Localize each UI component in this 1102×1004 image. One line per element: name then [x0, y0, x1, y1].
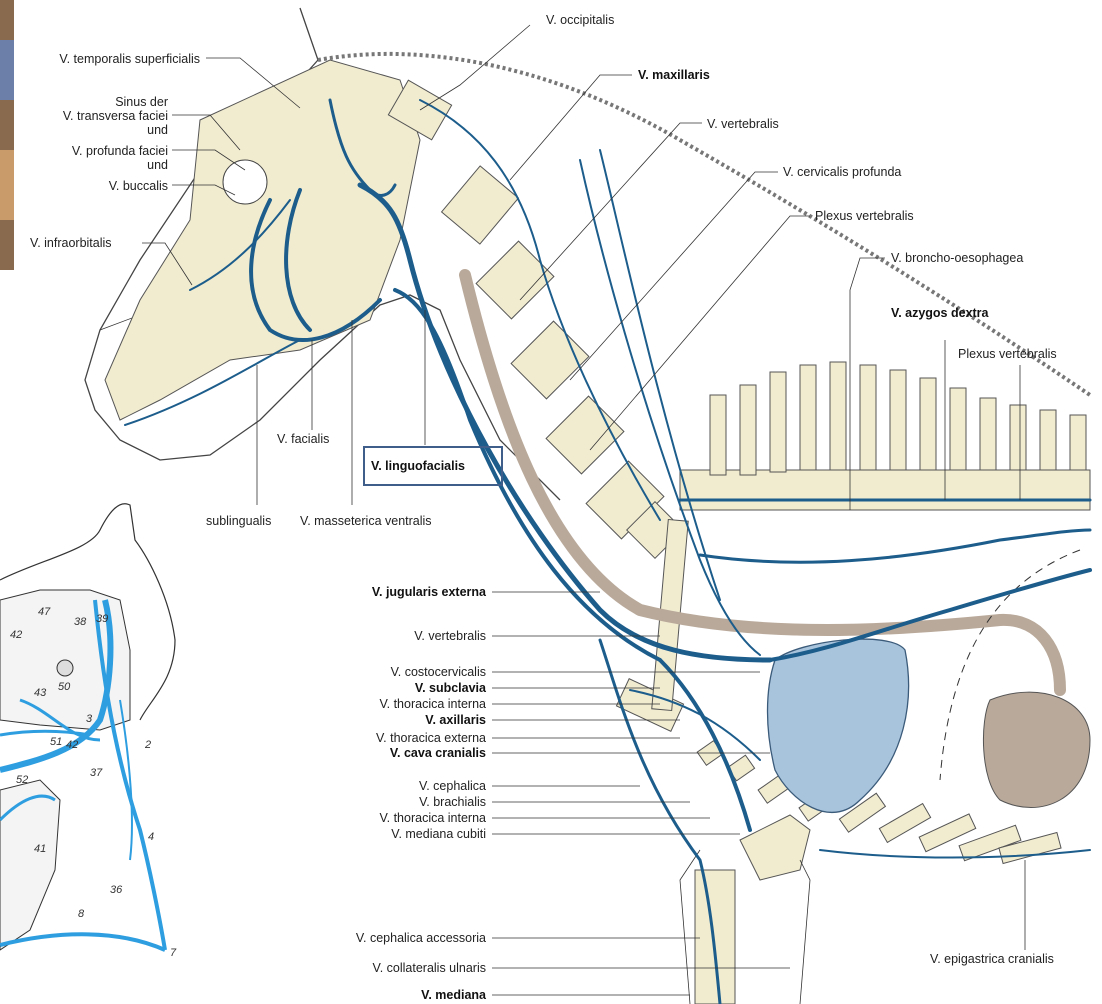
thoracic-spine	[680, 362, 1090, 510]
orbit	[223, 160, 267, 204]
svg-text:50: 50	[58, 681, 71, 693]
svg-text:42: 42	[66, 739, 78, 751]
inset-skull: 47 38 39 42 50 43 3 51 42 52 37 2 41 4 3…	[0, 504, 177, 959]
label-masseterica-ventralis: V. masseterica ventralis	[300, 514, 432, 528]
label-occipitalis: V. occipitalis	[546, 13, 614, 27]
label-cervicalis-profunda: V. cervicalis profunda	[783, 165, 901, 179]
label-sinus-1: Sinus der	[115, 95, 168, 109]
label-facialis: V. facialis	[277, 432, 329, 446]
label-plexus-vertebralis-1: Plexus vertebralis	[815, 209, 914, 223]
label-linguofacialis: V. linguofacialis	[371, 459, 465, 473]
label-sublingualis: sublingualis	[206, 514, 271, 528]
svg-text:39: 39	[96, 613, 108, 625]
label-vertebralis-top: V. vertebralis	[707, 117, 779, 131]
label-thoracica-interna-1: V. thoracica interna	[379, 697, 486, 711]
svg-text:3: 3	[86, 713, 93, 725]
heart	[768, 639, 909, 812]
svg-text:43: 43	[34, 687, 47, 699]
label-cephalica-accessoria: V. cephalica accessoria	[356, 931, 486, 945]
label-subclavia: V. subclavia	[415, 681, 486, 695]
label-costocervicalis: V. costocervicalis	[391, 665, 486, 679]
label-broncho-oesophagea: V. broncho-oesophagea	[891, 251, 1023, 265]
svg-text:38: 38	[74, 616, 87, 628]
label-sinus-2: V. transversa faciei	[63, 109, 168, 123]
label-sinus-3: und	[147, 123, 168, 137]
label-azygos-dextra: V. azygos dextra	[891, 306, 989, 320]
label-jugularis-externa: V. jugularis externa	[372, 585, 486, 599]
svg-text:4: 4	[148, 831, 154, 843]
label-infraorbitalis: V. infraorbitalis	[30, 236, 112, 250]
svg-text:51: 51	[50, 736, 62, 748]
label-axillaris: V. axillaris	[425, 713, 486, 727]
svg-text:7: 7	[170, 947, 177, 959]
label-epigastrica-cranialis: V. epigastrica cranialis	[930, 952, 1054, 966]
label-temporalis-superficialis: V. temporalis superficialis	[59, 52, 200, 66]
label-sinus-4: V. profunda faciei	[72, 144, 168, 158]
stomach	[983, 692, 1090, 807]
label-mediana: V. mediana	[421, 988, 486, 1002]
label-thoracica-externa: V. thoracica externa	[376, 731, 486, 745]
label-sinus-6: V. buccalis	[109, 179, 168, 193]
label-sinus-5: und	[147, 158, 168, 172]
label-brachialis: V. brachialis	[419, 795, 486, 809]
label-cava-cranialis: V. cava cranialis	[390, 746, 486, 760]
label-maxillaris: V. maxillaris	[638, 68, 710, 82]
label-cephalica: V. cephalica	[419, 779, 486, 793]
label-plexus-vertebralis-2: Plexus vertebralis	[958, 347, 1057, 361]
svg-text:8: 8	[78, 908, 85, 920]
svg-text:52: 52	[16, 774, 28, 786]
label-vertebralis-mid: V. vertebralis	[414, 629, 486, 643]
photo-strip	[0, 0, 14, 270]
svg-text:2: 2	[144, 739, 151, 751]
svg-text:47: 47	[38, 606, 51, 618]
svg-text:36: 36	[110, 884, 123, 896]
svg-text:37: 37	[90, 767, 103, 779]
svg-text:42: 42	[10, 629, 22, 641]
label-mediana-cubiti: V. mediana cubiti	[391, 827, 486, 841]
label-collateralis-ulnaris: V. collateralis ulnaris	[373, 961, 486, 975]
label-thoracica-interna-2: V. thoracica interna	[379, 811, 486, 825]
svg-text:41: 41	[34, 843, 46, 855]
